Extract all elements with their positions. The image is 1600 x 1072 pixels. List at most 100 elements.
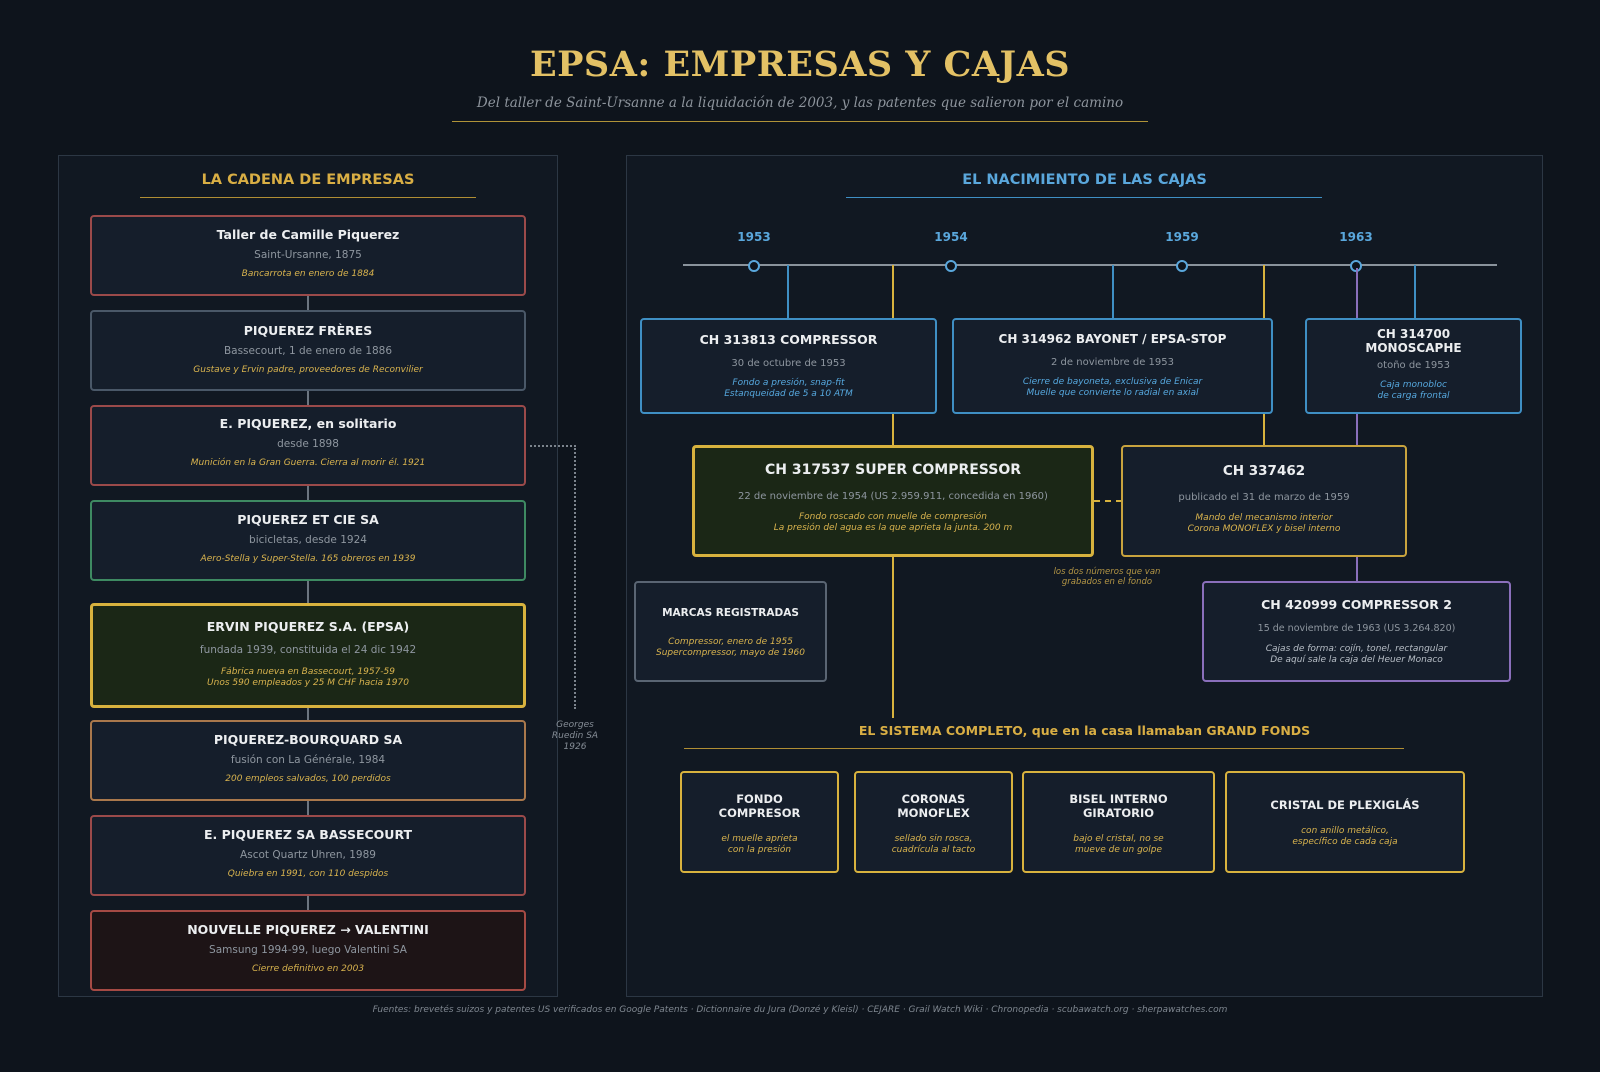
company-sub: Saint-Ursanne, 1875	[254, 249, 362, 261]
patent-note: Caja monobloc	[1380, 380, 1447, 390]
patent-note: Mando del mecanismo interior	[1195, 513, 1333, 523]
company-name: E. PIQUEREZ SA BASSECOURT	[203, 827, 413, 842]
marks-title: MARCAS REGISTRADAS	[662, 607, 799, 619]
chain-connector	[307, 296, 309, 310]
company-note: Bancarrota en enero de 1884	[241, 269, 375, 279]
company-note: Unos 590 empleados y 25 M CHF hacia 1970	[207, 678, 409, 688]
patent-note: Cierre de bayoneta, exclusiva de Enicar	[1022, 377, 1203, 387]
ruedin-line: 1926	[563, 742, 587, 752]
company-name: E. PIQUEREZ, en solitario	[219, 416, 397, 431]
chain-connector	[307, 486, 309, 500]
timeline-drop	[1414, 265, 1416, 318]
timeline-year: 1959	[1165, 230, 1199, 244]
company-name: Taller de Camille Piquerez	[216, 227, 400, 242]
company-sub: fusión con La Générale, 1984	[230, 754, 386, 766]
system-item-label: MONOFLEX	[897, 806, 970, 820]
company-note: Cierre definitivo en 2003	[251, 964, 365, 974]
patent-title: CH 420999 COMPRESSOR 2	[1261, 597, 1452, 612]
company-name: PIQUEREZ ET CIE SA	[237, 512, 379, 527]
chain-connector	[307, 708, 309, 720]
timeline-drop	[1112, 265, 1114, 318]
sources-footer: Fuentes: brevetés suizos y patentes US v…	[372, 1005, 1228, 1015]
company-sub: Samsung 1994-99, luego Valentini SA	[209, 944, 407, 956]
engraved-line: los dos números que van	[1053, 567, 1161, 577]
ruedin-note: Georges Ruedin SA 1926	[545, 720, 605, 753]
engraved-line: grabados en el fondo	[1061, 577, 1153, 587]
system-item-label: CRISTAL DE PLEXIGLÁS	[1270, 798, 1420, 812]
system-item-note: con anillo metálico,	[1301, 826, 1389, 836]
company-box-epsa: ERVIN PIQUEREZ S.A. (EPSA) fundada 1939,…	[90, 603, 526, 708]
timeline-year: 1953	[737, 230, 771, 244]
company-name: NOUVELLE PIQUEREZ → VALENTINI	[187, 922, 429, 937]
system-item-label: CORONAS	[901, 792, 966, 806]
patent-title: CH 317537 SUPER COMPRESSOR	[764, 462, 1022, 478]
patent-date: otoño de 1953	[1377, 360, 1450, 371]
company-note: Quiebra en 1991, con 110 despidos	[227, 869, 389, 879]
company-sub: fundada 1939, constituida el 24 dic 1942	[199, 644, 417, 656]
system-item-note: sellado sin rosca,	[894, 834, 973, 844]
company-box-valentini: NOUVELLE PIQUEREZ → VALENTINI Samsung 19…	[90, 910, 526, 991]
patent-note: Corona MONOFLEX y bisel interno	[1187, 524, 1341, 534]
system-item-fondo: FONDO COMPRESOR el muelle aprieta con la…	[680, 771, 839, 873]
patent-note: Cajas de forma: cojín, tonel, rectangula…	[1265, 644, 1448, 654]
company-note: Munición en la Gran Guerra. Cierra al mo…	[190, 458, 426, 468]
ruedin-dotted-connector	[530, 445, 576, 709]
system-item-cristal: CRISTAL DE PLEXIGLÁS con anillo metálico…	[1225, 771, 1465, 873]
patent-date: 2 de noviembre de 1953	[1051, 357, 1174, 368]
ruedin-line: Ruedin SA	[551, 731, 599, 741]
patent-date: 30 de octubre de 1953	[731, 358, 846, 369]
patents-panel-divider	[846, 197, 1322, 198]
timeline-drop	[787, 265, 789, 318]
chain-connector	[307, 896, 309, 910]
marks-box: MARCAS REGISTRADAS Compressor, enero de …	[634, 581, 827, 682]
patent-title: CH 337462	[1222, 463, 1306, 479]
patent-title: CH 314962 BAYONET / EPSA-STOP	[998, 332, 1227, 346]
patent-note: de carga frontal	[1377, 391, 1450, 401]
company-box-bourquard: PIQUEREZ-BOURQUARD SA fusión con La Géné…	[90, 720, 526, 801]
patent-note: La presión del agua es la que aprieta la…	[773, 523, 1013, 533]
system-item-label: FONDO	[736, 792, 783, 806]
patent-note: De aquí sale la caja del Heuer Monaco	[1270, 655, 1443, 665]
chain-connector	[307, 581, 309, 603]
company-box-bassecourt: E. PIQUEREZ SA BASSECOURT Ascot Quartz U…	[90, 815, 526, 896]
system-item-bisel: BISEL INTERNO GIRATORIO bajo el cristal,…	[1022, 771, 1215, 873]
chain-connector	[307, 391, 309, 405]
ruedin-line: Georges	[556, 720, 594, 730]
timeline-year: 1954	[934, 230, 968, 244]
timeline-marker	[945, 260, 957, 272]
patent-date: 15 de noviembre de 1963 (US 3.264.820)	[1257, 623, 1456, 634]
patent-box-337462: CH 337462 publicado el 31 de marzo de 19…	[1121, 445, 1407, 557]
patent-note: Fondo roscado con muelle de compresión	[798, 512, 987, 522]
timeline-drop	[1356, 268, 1358, 318]
patent-box-420999: CH 420999 COMPRESSOR 2 15 de noviembre d…	[1202, 581, 1511, 682]
company-name: ERVIN PIQUEREZ S.A. (EPSA)	[206, 619, 410, 634]
system-item-note: con la presión	[727, 845, 792, 855]
patent-box-317537: CH 317537 SUPER COMPRESSOR 22 de noviemb…	[692, 445, 1094, 557]
company-box-solitario: E. PIQUEREZ, en solitario desde 1898 Mun…	[90, 405, 526, 486]
patent-box-314962: CH 314962 BAYONET / EPSA-STOP 2 de novie…	[952, 318, 1273, 414]
patent-date: 22 de noviembre de 1954 (US 2.959.911, c…	[738, 491, 1048, 502]
connector-337462-420999	[1356, 557, 1358, 581]
company-box-freres: PIQUEREZ FRÈRES Bassecourt, 1 de enero d…	[90, 310, 526, 391]
engraved-note: los dos números que van grabados en el f…	[1040, 567, 1174, 587]
timeline-year: 1963	[1339, 230, 1373, 244]
patent-title: MONOSCAPHE	[1365, 341, 1462, 355]
companies-panel-divider	[140, 197, 476, 198]
timeline-axis	[683, 264, 1497, 266]
patent-note: Estanqueidad de 5 a 10 ATM	[724, 389, 853, 399]
chain-connector	[307, 801, 309, 815]
company-note: Aero-Stella y Super-Stella. 165 obreros …	[200, 554, 416, 564]
system-item-label: GIRATORIO	[1082, 806, 1155, 820]
connector-super-system	[892, 557, 894, 718]
system-item-note: específico de cada caja	[1292, 837, 1398, 847]
system-item-coronas: CORONAS MONOFLEX sellado sin rosca, cuad…	[854, 771, 1013, 873]
patent-box-314700: CH 314700 MONOSCAPHE otoño de 1953 Caja …	[1305, 318, 1522, 414]
patent-note: Muelle que convierte lo radial en axial	[1026, 388, 1199, 398]
system-title: EL SISTEMA COMPLETO, que en la casa llam…	[858, 723, 1311, 738]
system-item-label: COMPRESOR	[718, 806, 801, 820]
company-box-cie: PIQUEREZ ET CIE SA bicicletas, desde 192…	[90, 500, 526, 581]
marks-note: Supercompressor, mayo de 1960	[655, 648, 805, 658]
company-name: PIQUEREZ FRÈRES	[243, 323, 373, 338]
timeline-marker	[748, 260, 760, 272]
company-note: Fábrica nueva en Bassecourt, 1957-59	[221, 667, 395, 677]
